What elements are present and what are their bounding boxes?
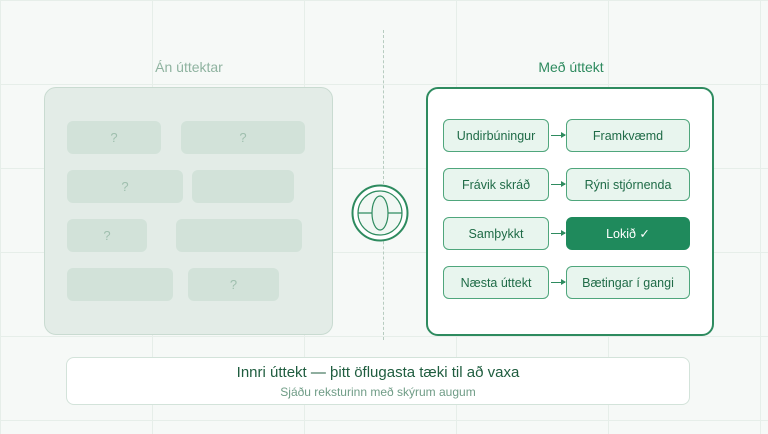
- placeholder-block: [176, 219, 302, 252]
- step-approved: Samþykkt: [443, 217, 549, 250]
- step-preparation: Undirbúningur: [443, 119, 549, 152]
- step-improvements-in-progress: Bætingar í gangi: [566, 266, 690, 299]
- left-panel-title: Án úttektar: [155, 59, 223, 75]
- step-execution: Framkvæmd: [566, 119, 690, 152]
- flow-arrow: [551, 278, 566, 285]
- footer-subtitle: Sjáðu reksturinn með skýrum augum: [280, 385, 476, 399]
- placeholder-block: ?: [188, 268, 279, 301]
- with-audit-panel: Undirbúningur Framkvæmd Frávik skráð Rýn…: [426, 87, 714, 336]
- step-completed: Lokið ✓: [566, 217, 690, 250]
- placeholder-block: ?: [181, 121, 305, 154]
- footer-banner: Innri úttekt — þitt öflugasta tæki til a…: [66, 357, 690, 405]
- flow-arrow: [551, 180, 566, 187]
- placeholder-block: ?: [67, 170, 183, 203]
- flow-arrow: [551, 131, 566, 138]
- step-management-review: Rýni stjórnenda: [566, 168, 690, 201]
- footer-title: Innri úttekt — þitt öflugasta tæki til a…: [236, 364, 520, 381]
- placeholder-block: [67, 268, 173, 301]
- placeholder-block: ?: [67, 121, 161, 154]
- lens-icon: [351, 184, 409, 242]
- step-deviations-recorded: Frávik skráð: [443, 168, 549, 201]
- placeholder-block: [192, 170, 294, 203]
- step-next-audit: Næsta úttekt: [443, 266, 549, 299]
- flow-arrow: [551, 229, 566, 236]
- placeholder-block: ?: [67, 219, 147, 252]
- right-panel-title: Með úttekt: [538, 59, 604, 75]
- without-audit-panel: ? ? ? ? ?: [44, 87, 333, 335]
